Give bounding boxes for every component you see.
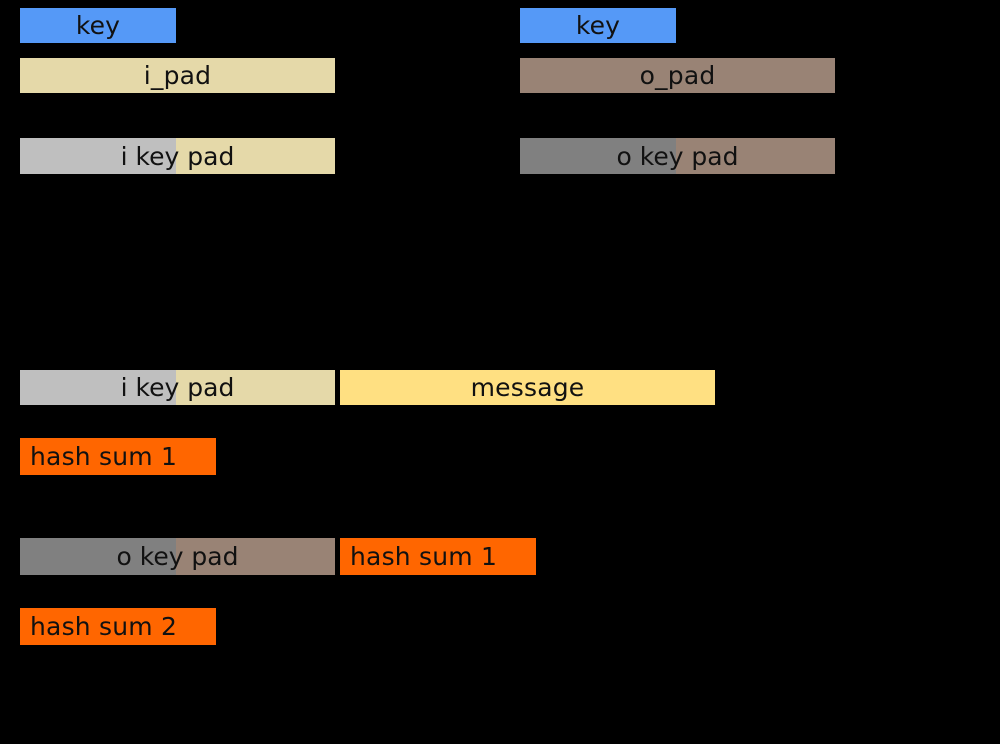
inner-hash-input-row-i-key-pad-bar: i key pad bbox=[20, 370, 335, 405]
o-pad-segment bbox=[676, 138, 835, 174]
outer-hash-output-row-hash-sum-2-bar: hash sum 2 bbox=[20, 608, 216, 645]
inner-hash-input-row-message-bar: message bbox=[340, 370, 715, 405]
i-key-segment bbox=[20, 138, 176, 174]
keypad-row-i-key-pad-bar: i key pad bbox=[20, 138, 335, 174]
inner-hash-output-row-hash-sum-1-bar: hash sum 1 bbox=[20, 438, 216, 475]
pad-row-o-pad-bar: o_pad bbox=[520, 58, 835, 93]
o-key-segment bbox=[20, 538, 176, 575]
keypad-row-o-key-pad-bar: o key pad bbox=[520, 138, 835, 174]
pad-row-i-pad-bar: i_pad bbox=[20, 58, 335, 93]
o-key-segment bbox=[520, 138, 676, 174]
outer-hash-input-row-hash-sum-1-bar: hash sum 1 bbox=[340, 538, 536, 575]
i-pad-segment bbox=[176, 138, 335, 174]
o-pad-segment bbox=[176, 538, 335, 575]
i-key-segment bbox=[20, 370, 176, 405]
key-row-key-bar: key bbox=[520, 8, 676, 43]
i-pad-segment bbox=[176, 370, 335, 405]
key-row-key-bar: key bbox=[20, 8, 176, 43]
outer-hash-input-row-o-key-pad-bar: o key pad bbox=[20, 538, 335, 575]
